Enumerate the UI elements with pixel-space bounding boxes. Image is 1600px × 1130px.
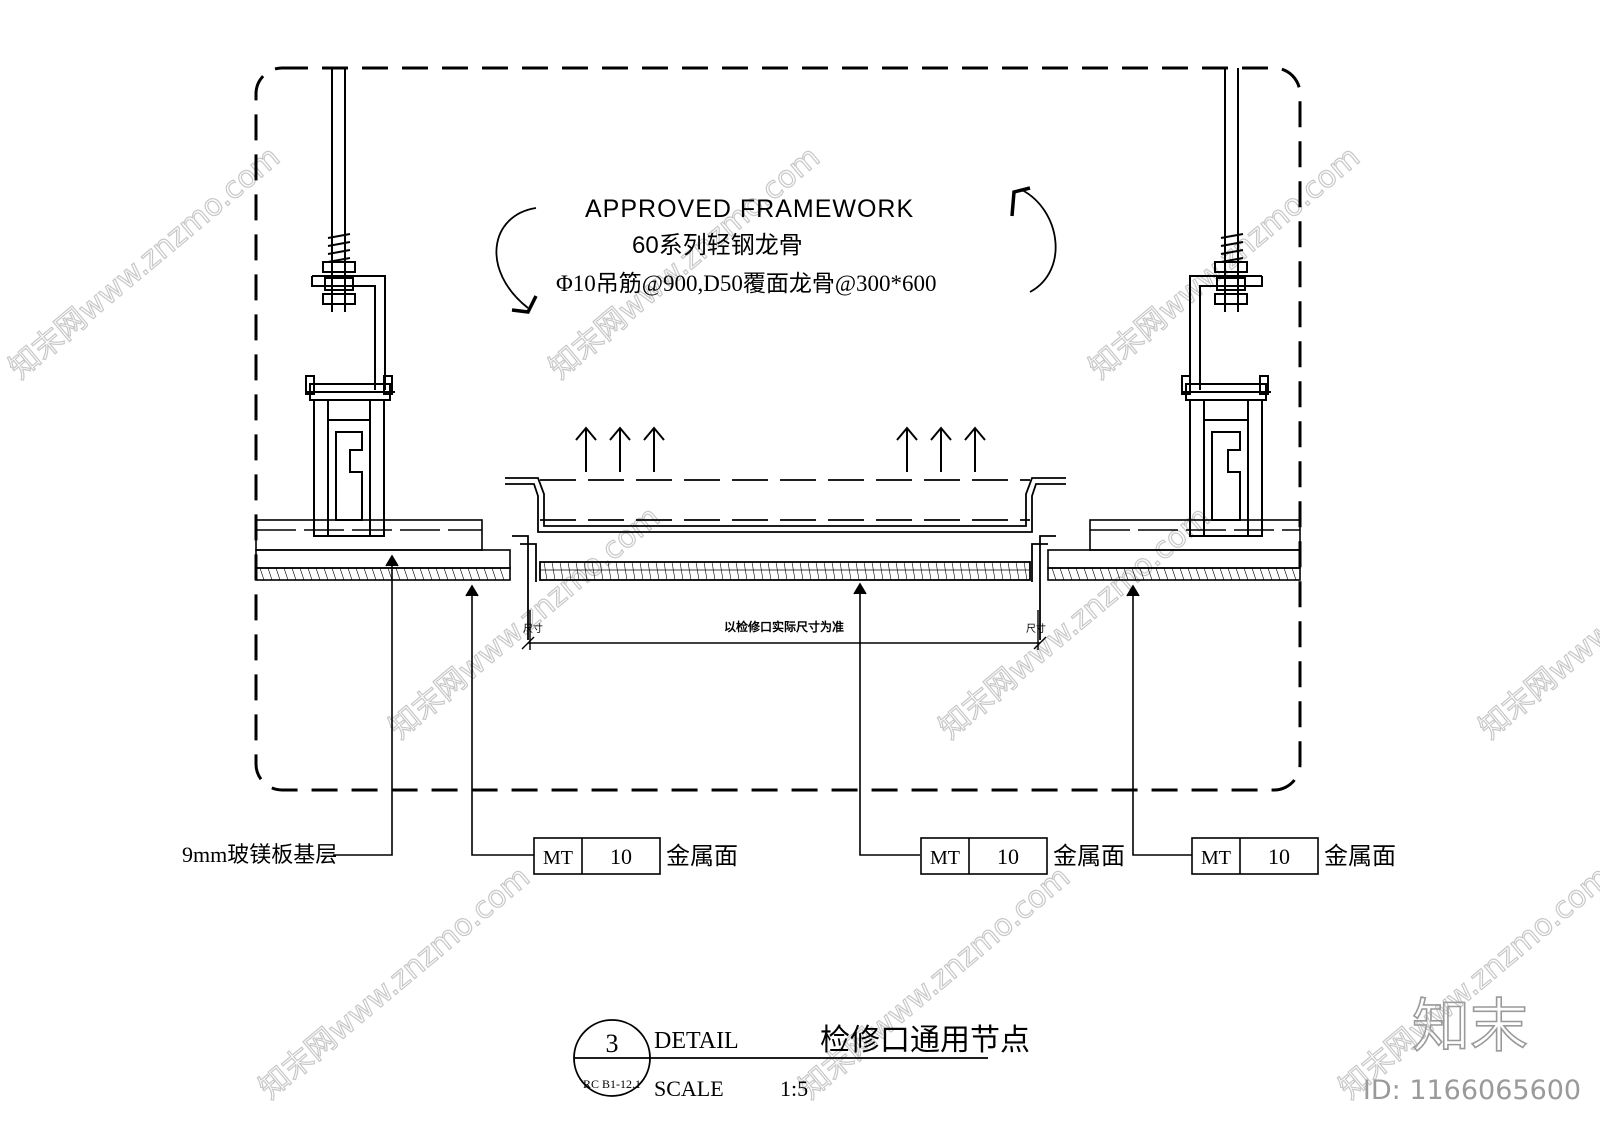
- watermark-url-2: 知末网www.znzmo.com: [543, 140, 827, 386]
- scale-value: 1:5: [780, 1076, 808, 1101]
- scale-label: SCALE: [654, 1076, 724, 1101]
- annotation-line-3: Φ10吊筋@900,D50覆面龙骨@300*600: [556, 271, 937, 296]
- tag-number: 10: [610, 844, 632, 869]
- title-block: 3 RC B1-12.1 DETAIL 检修口通用节点 SCALE 1:5: [573, 1019, 1030, 1101]
- tag-code: MT: [1201, 847, 1231, 869]
- watermark-id: ID: 1166065600: [1363, 1075, 1581, 1106]
- base-layer-label: 9mm玻镁板基层: [182, 842, 337, 867]
- annotation-line-2: 60系列轻钢龙骨: [632, 232, 803, 259]
- annotation-arrows: [495, 186, 1057, 314]
- tag-label: 金属面: [1324, 843, 1396, 870]
- right-hanger-assembly: [1181, 68, 1271, 537]
- access-panel: [505, 477, 1066, 640]
- watermark-url-9: 知末网www.znzmo.com: [1333, 860, 1600, 1106]
- watermark-url-8: 知末网www.znzmo.com: [793, 860, 1077, 1106]
- detail-boundary: [254, 66, 1302, 792]
- tag-number: 10: [1268, 844, 1290, 869]
- detail-label: DETAIL: [654, 1028, 739, 1054]
- tag-number: 10: [997, 844, 1019, 869]
- opening-dimension-text: 以检修口实际尺寸为准: [724, 619, 844, 634]
- left-edge-dimension-text: 尺寸: [523, 622, 543, 635]
- board-hatch: [259, 567, 1297, 581]
- tag-label: 金属面: [666, 843, 738, 870]
- watermark-url-7: 知末网www.znzmo.com: [253, 860, 537, 1106]
- watermark-url-6: 知末网www.znzmo.com: [1473, 500, 1600, 746]
- panel-hatch: [543, 561, 1028, 581]
- detail-ref: RC B1-12.1: [583, 1077, 641, 1091]
- opening-dimension: [521, 610, 1047, 650]
- left-hanger-assembly: [305, 68, 395, 537]
- tag-label: 金属面: [1053, 843, 1125, 870]
- material-tag-3: MT 10 金属面: [1191, 837, 1396, 875]
- watermark-url-5: 知末网www.znzmo.com: [933, 500, 1217, 746]
- ceiling-board-layers: [255, 519, 1301, 581]
- leader-lines: [333, 554, 1192, 856]
- detail-title: 检修口通用节点: [820, 1024, 1030, 1057]
- watermark-brand: 知末: [1412, 992, 1528, 1060]
- detail-number: 3: [606, 1029, 619, 1058]
- material-tag-1: MT 10 金属面: [533, 837, 738, 875]
- material-tag-2: MT 10 金属面: [920, 837, 1125, 875]
- tag-code: MT: [930, 847, 960, 869]
- watermark-url-1: 知末网www.znzmo.com: [3, 140, 287, 386]
- tag-code: MT: [543, 847, 573, 869]
- annotation-line-1: APPROVED FRAMEWORK: [585, 195, 914, 223]
- lift-arrows: [575, 426, 986, 472]
- right-edge-dimension-text: 尺寸: [1026, 622, 1046, 635]
